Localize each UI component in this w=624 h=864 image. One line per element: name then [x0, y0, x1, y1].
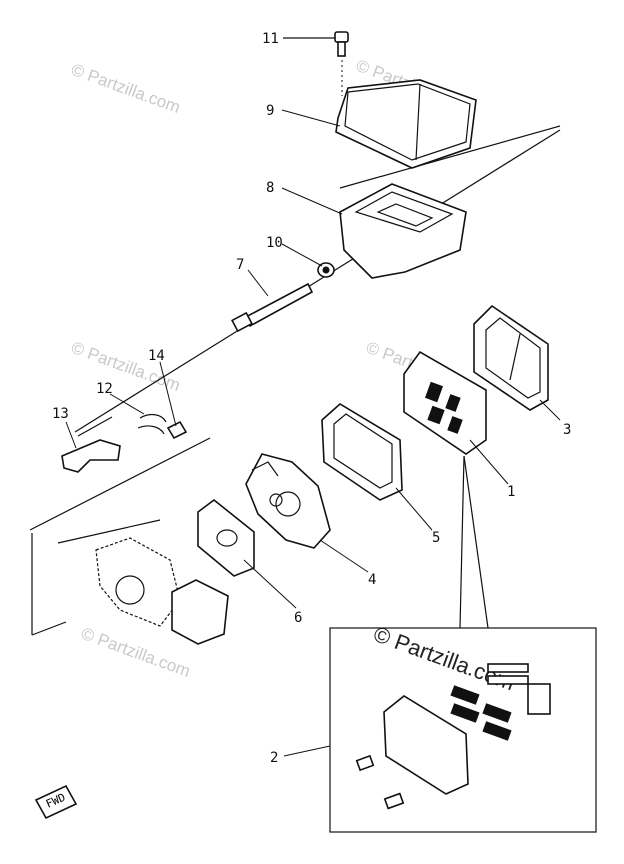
- callout-14: 14: [148, 348, 165, 364]
- callouts: 11 9 8 10 7 14 12 13 3 1 5 4 6 2: [52, 31, 571, 766]
- callout-7: 7: [236, 257, 244, 273]
- screw-part-11: [283, 31, 349, 57]
- section-dividers: [29, 125, 561, 636]
- callout-13: 13: [52, 406, 69, 422]
- gasket-part-5: [321, 403, 403, 501]
- lever-part-13: [61, 439, 121, 473]
- callout-12: 12: [96, 381, 113, 397]
- callout-5: 5: [432, 530, 440, 546]
- callout-3: 3: [563, 422, 571, 438]
- watermark: © Partzilla.com: [69, 60, 183, 117]
- callout-1: 1: [507, 484, 515, 500]
- body-part-8: [339, 183, 467, 279]
- bolt-part-7: [231, 282, 314, 333]
- carburetor-part-4: [245, 453, 331, 549]
- cover-part-9: [335, 60, 477, 169]
- callout-10: 10: [266, 235, 283, 251]
- gasket-part-6: [197, 498, 255, 577]
- callout-4: 4: [368, 572, 376, 588]
- leader-lines: [65, 109, 561, 757]
- bracket-part-14: [166, 420, 188, 440]
- crankcase: [95, 537, 229, 645]
- callout-11: 11: [262, 31, 279, 47]
- callout-2: 2: [270, 750, 278, 766]
- washer-part-10: [317, 262, 335, 278]
- inset-box: [329, 455, 597, 833]
- callout-9: 9: [266, 103, 274, 119]
- clip-part-12: [137, 413, 167, 435]
- gasket-part-3: [473, 304, 549, 411]
- callout-8: 8: [266, 180, 274, 196]
- fwd-indicator: FWD: [34, 784, 78, 820]
- callout-6: 6: [294, 610, 302, 626]
- reed-valve-part-1: [403, 350, 487, 455]
